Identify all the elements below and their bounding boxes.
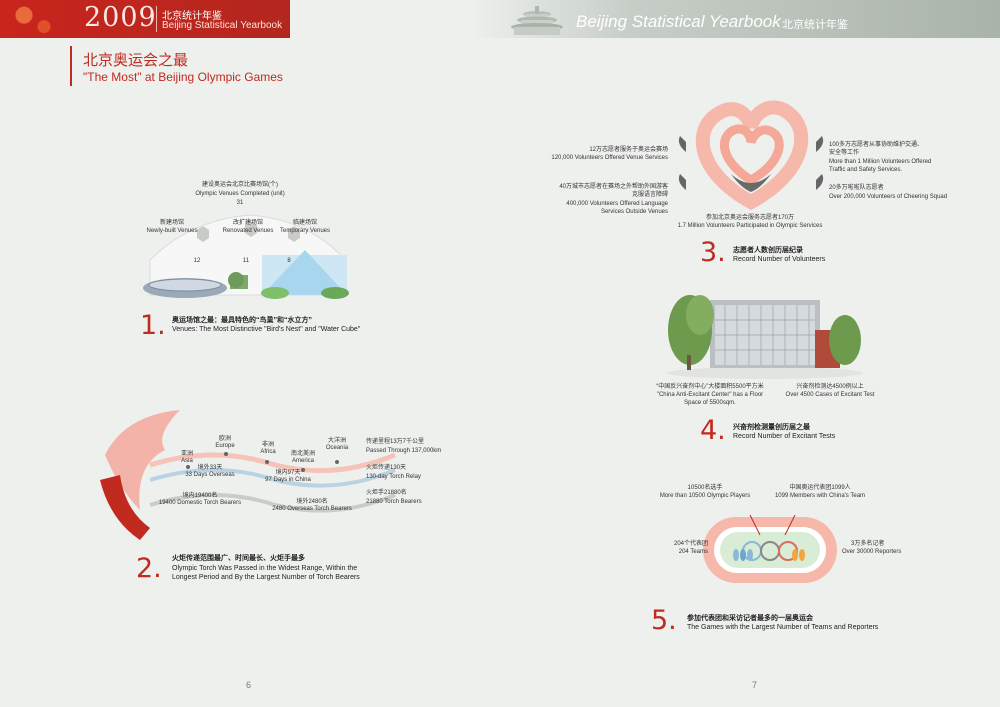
center-area-en: "China Anti-Excitant Center" has a Floor [656,392,764,398]
distance-cn: 传递里程13万7千公里 [366,439,425,445]
volunteers-a-en: 120,000 Volunteers Offered Venue Service… [551,155,668,161]
china-team-cn: 中国奥运代表团1099人 [789,485,851,491]
bearers-cn: 火炬手21880名 [366,490,407,496]
volunteers-total-cn: 参加北京奥运会服务志愿者170万 [705,215,794,221]
china-team-en: 1099 Members with China's Team [774,493,866,499]
section-4-cn: 兴奋剂检测量创历届之最 [733,424,810,431]
europe-cn: 欧洲 [218,436,231,442]
header-left-band: 2009 北京统计年鉴 Beijing Statistical Yearbook [0,0,290,38]
volunteers-d-en: Over 200,000 Volunteers of Cheering Squa… [829,194,948,200]
renovated-venues-value: 11 [242,258,250,264]
venue-total: 31 [236,200,244,206]
header-right-cn: 北京统计年鉴 [782,19,848,31]
america-en: America [291,458,314,464]
new-venues-cn: 新建场馆 [159,220,184,226]
header-left-en: Beijing Statistical Yearbook [162,20,283,31]
oceania-en: Oceania [325,445,349,451]
page-title-cn: 北京奥运会之最 [83,52,189,69]
asia-en: Asia [181,458,193,464]
volunteers-c-cn2: 安全等工作 [829,150,860,156]
oceania-cn: 大洋洲 [327,438,346,444]
section-2-en-line1: Olympic Torch Was Passed in the Widest R… [172,565,358,572]
domestic-bearers-en: 19400 Domestic Torch Bearers [158,500,242,506]
domestic-bearers-cn: 境内19400名 [182,493,218,499]
flame-decoration [0,0,80,38]
volunteers-b-cn2: 克服语言障碍 [631,192,668,198]
venue-chart-title-en: Olympic Venues Completed (unit) [195,191,285,197]
section-4-en: Record Number of Excitant Tests [733,433,836,440]
excitant-tests-en: Over 4500 Cases of Excitant Test [785,392,875,398]
china-days-cn: 境内97天 [275,470,301,476]
relay-cn: 火炬传递130天 [366,465,407,471]
distance-en: Passed Through 137,000km [366,448,442,454]
overseas-bearers-en: 2480 Overseas Torch Bearers [272,506,352,512]
reporters-cn: 3万多名记者 [851,541,885,547]
america-cn: 南北美洲 [290,451,315,457]
players-cn: 10500名选手 [687,485,723,491]
section-1-cn: 奥运场馆之最：最具特色的“鸟巢”和“水立方” [172,317,312,324]
header-right-band: Beijing Statistical Yearbook 北京统计年鉴 [470,0,1000,38]
venues-illustration [143,214,349,299]
new-venues-value: 12 [193,258,201,264]
section-3-en: Record Number of Volunteers [733,256,826,263]
volunteers-a-cn: 12万志愿者服务于奥运会赛场 [589,147,668,153]
venue-chart-title-cn: 建设奥运会北京比赛场馆(个) [202,182,278,188]
page-title-en: "The Most" at Beijing Olympic Games [83,70,283,84]
players-en: More than 10500 Olympic Players [659,493,751,499]
asia-cn: 亚洲 [180,451,193,457]
new-venues-en: Newly-built Venues [146,228,198,234]
volunteers-b-cn: 40万城市志愿者在赛场之外帮助外国游客 [559,184,668,190]
teams-cn: 204个代表团 [673,541,708,547]
teams-en: 204 Teams [678,549,708,555]
header-left-cn: 北京统计年鉴 [162,11,222,22]
temple-of-heaven-icon [511,6,563,35]
page-number-right: 7 [752,680,758,690]
volunteers-c-en2: Traffic and Safety Services. [829,167,903,173]
temporary-venues-en: Temporary Venues [279,228,331,234]
section-5-number: 5. [651,605,677,636]
anti-doping-center-illustration [667,295,863,379]
europe-en: Europe [215,443,235,449]
overseas-days-en: 33 Days Overseas [185,472,235,478]
africa-cn: 非洲 [261,442,274,448]
overseas-bearers-cn: 境外2480名 [296,499,328,505]
volunteers-c-cn: 100多万志愿者从事协助维护交通、 [829,142,924,148]
center-area-en2: Space of 5500sqm. [684,400,736,406]
header-right-en: Beijing Statistical Yearbook [576,12,781,31]
volunteers-b-en2: Services Outside Venues [600,209,668,215]
volunteers-total-en: 1.7 Million Volunteers Participated in O… [677,223,823,229]
section-1-number: 1. [140,310,166,341]
section-2-cn: 火炬传递范围最广、时间最长、火炬手最多 [172,555,305,562]
section-5-cn: 参加代表团和采访记者最多的一届奥运会 [687,615,813,622]
page-number-left: 6 [246,680,252,690]
relay-en: 130-day Torch Relay [366,474,421,480]
volunteers-d-cn: 20多万啦啦队志愿者 [829,185,884,191]
header-year: 2009 [84,2,157,33]
china-days-en: 97 Days in China [265,477,311,483]
section-1-en: Venues: The Most Distinctive "Bird's Nes… [172,326,361,333]
volunteer-heart-logo [678,100,824,210]
section-2-en-line2: Longest Period and By the Largest Number… [172,574,360,581]
header-divider [156,6,157,32]
temporary-venues-cn: 临建场馆 [292,220,317,226]
volunteers-c-en: More than 1 Million Volunteers Offered [829,159,932,165]
title-rule [70,46,72,86]
excitant-tests-cn: 兴奋剂检测达4500例以上 [796,384,864,390]
center-area-cn: “中国反兴奋剂中心”大楼面积5500平方米 [656,384,764,390]
stadium-track-illustration [703,514,837,583]
section-2-number: 2. [136,553,162,584]
volunteers-b-en: 400,000 Volunteers Offered Language [566,201,668,207]
overseas-days-cn: 境外33天 [197,465,223,471]
section-4-number: 4. [700,415,726,446]
renovated-venues-cn: 改扩建场馆 [232,220,263,226]
section-3-number: 3. [700,237,726,268]
temporary-venues-value: 8 [287,258,291,264]
reporters-en: Over 30000 Reporters [842,549,902,555]
bearers-en: 21880 Torch Bearers [366,499,422,505]
renovated-venues-en: Renovated Venues [222,228,274,234]
section-5-en: The Games with the Largest Number of Tea… [687,624,879,631]
africa-en: Africa [260,449,276,455]
section-3-cn: 志愿者人数创历届纪录 [733,247,803,254]
torch-relay-illustration [100,410,396,540]
